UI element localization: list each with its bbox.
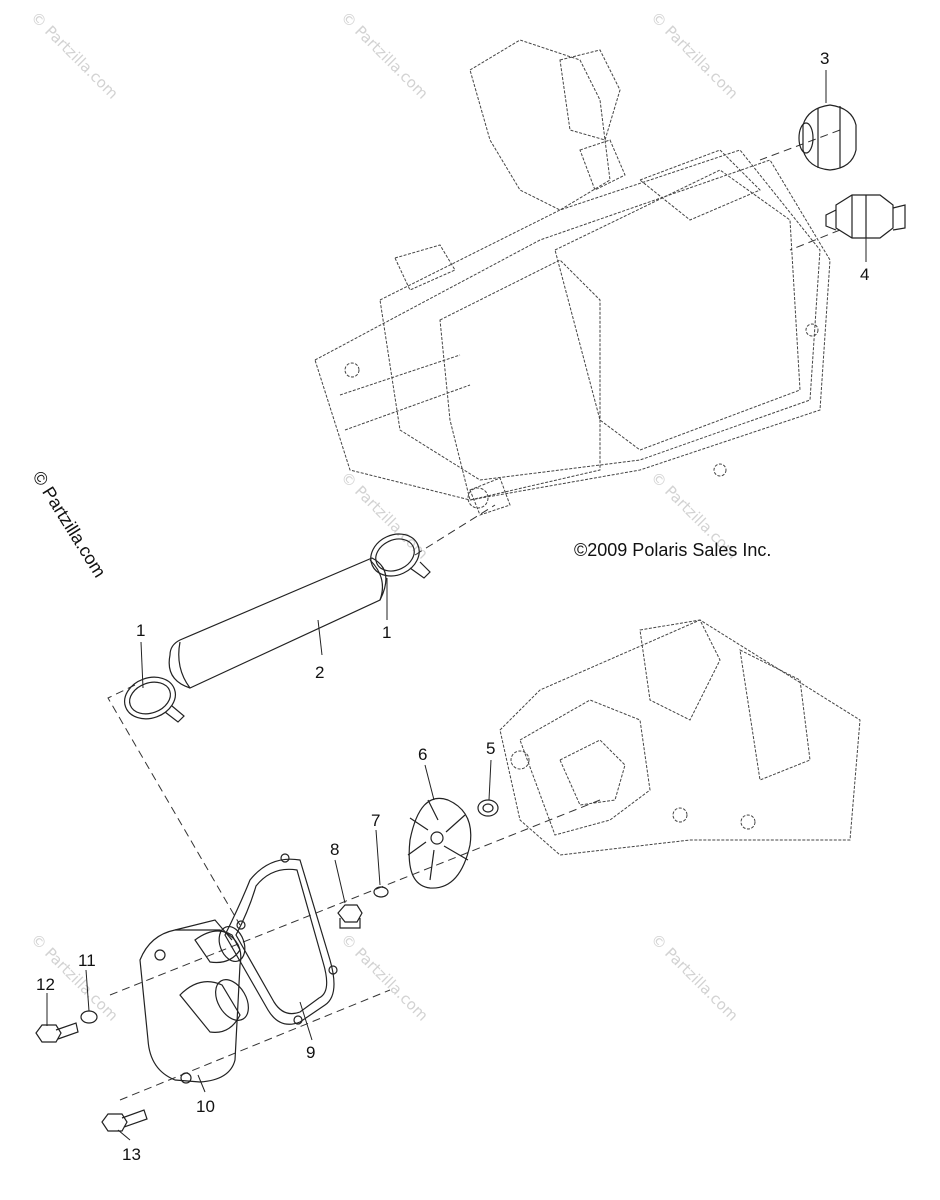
callout-12: 12 — [36, 975, 55, 994]
callout-9: 9 — [306, 1043, 315, 1062]
part-5-nut — [477, 799, 499, 817]
part-11-washer — [80, 1010, 98, 1024]
part-8-bolt — [337, 904, 363, 929]
leader-lines — [46, 70, 867, 1141]
part-1-hose-clamp-lower — [124, 676, 185, 723]
watermarks: © Partzilla.com © Partzilla.com © Partzi… — [27, 8, 742, 1025]
callout-4: 4 — [860, 265, 869, 284]
crankcase-illustration — [499, 619, 861, 856]
callout-labels: 3 4 1 2 1 5 6 7 8 9 10 11 12 13 — [36, 49, 869, 1164]
part-3-sensor — [798, 104, 857, 171]
callout-8: 8 — [330, 840, 339, 859]
callout-13: 13 — [122, 1145, 141, 1164]
part-13-bolt — [101, 1109, 148, 1132]
callout-5: 5 — [486, 739, 495, 758]
watermark: © Partzilla.com — [337, 8, 432, 103]
part-7-washer — [373, 886, 389, 898]
watermark: © Partzilla.com — [337, 930, 432, 1025]
part-2-coolant-hose — [168, 557, 387, 689]
part-6-impeller — [407, 797, 472, 889]
cylinder-head-illustration — [314, 39, 831, 516]
part-12-bolt — [35, 1022, 79, 1043]
side-watermark: © Partzilla.com — [29, 468, 110, 581]
part-9-gasket — [224, 853, 338, 1025]
callout-7: 7 — [371, 811, 380, 830]
watermark: © Partzilla.com — [337, 468, 432, 563]
callout-6: 6 — [418, 745, 427, 764]
watermark: © Partzilla.com — [27, 8, 122, 103]
watermark: © Partzilla.com — [647, 930, 742, 1025]
callout-10: 10 — [196, 1097, 215, 1116]
watermark: © Partzilla.com — [647, 8, 742, 103]
part-1-hose-clamp-upper — [370, 533, 431, 579]
callout-1-lower: 1 — [136, 621, 145, 640]
callout-3: 3 — [820, 49, 829, 68]
callout-11: 11 — [78, 951, 96, 970]
part-10-pump-cover — [139, 919, 249, 1084]
copyright-notice: ©2009 Polaris Sales Inc. — [574, 540, 771, 560]
callout-2: 2 — [315, 663, 324, 682]
part-4-temp-sensor — [825, 194, 906, 239]
callout-1-upper: 1 — [382, 623, 391, 642]
